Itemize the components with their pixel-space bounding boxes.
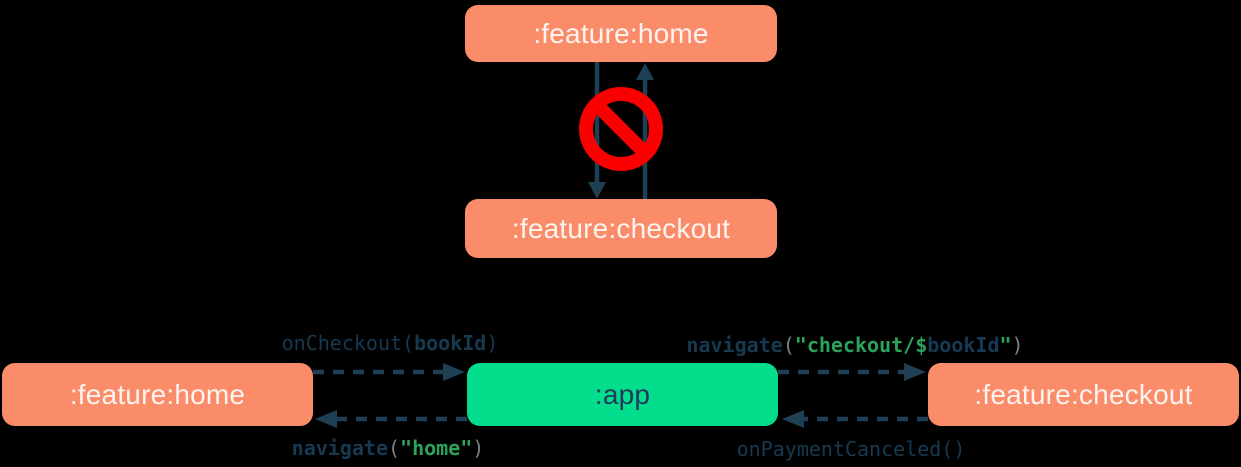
module-label-feature-checkout: :feature:checkout — [511, 212, 731, 244]
home-app-arrows — [313, 363, 467, 428]
code-token-paren: ) — [486, 331, 499, 355]
module-box-feature-checkout-top: :feature:checkout — [465, 199, 777, 258]
module-label-feature-home: :feature:home — [533, 17, 709, 49]
code-token-paren: ( — [387, 436, 401, 460]
module-label-feature-checkout: :feature:checkout — [974, 378, 1193, 410]
event-arrow-home-to-app — [313, 363, 465, 381]
code-token-function: onCheckout( — [281, 331, 415, 355]
nav-arrow-app-to-home — [315, 410, 467, 428]
module-box-feature-home: :feature:home — [2, 363, 313, 426]
code-token-paren: ) — [1011, 333, 1024, 357]
arrow-label-navigate-checkout: navigate("checkout/$bookId") — [686, 333, 1023, 357]
code-token-function: navigate — [686, 333, 783, 357]
code-token-paren: ( — [782, 333, 795, 357]
code-token-variable: bookId — [927, 333, 1000, 357]
event-arrow-checkout-to-app — [782, 410, 928, 428]
code-token-string: "home" — [400, 436, 473, 460]
module-box-feature-home-top: :feature:home — [465, 5, 777, 62]
code-token-function: navigate — [291, 436, 388, 460]
module-box-app: :app — [467, 363, 778, 426]
code-token-string: "checkout/$ — [794, 333, 928, 357]
module-box-feature-checkout: :feature:checkout — [928, 363, 1239, 426]
module-label-feature-home: :feature:home — [69, 378, 246, 410]
nav-arrow-app-to-checkout — [778, 363, 926, 381]
no-entry-icon — [579, 87, 663, 171]
arrow-label-navigate-home: navigate("home") — [292, 436, 485, 460]
arrow-label-onpaymentcanceled: onPaymentCanceled() — [737, 437, 966, 461]
code-token-argument: bookId — [414, 331, 487, 355]
code-token-function: onPaymentCanceled() — [736, 437, 966, 461]
app-checkout-arrows — [778, 363, 928, 428]
module-label-app: :app — [594, 378, 651, 410]
code-token-paren: ) — [472, 436, 485, 460]
code-token-string: " — [999, 333, 1012, 357]
arrow-label-oncheckout: onCheckout(bookId) — [282, 331, 499, 355]
